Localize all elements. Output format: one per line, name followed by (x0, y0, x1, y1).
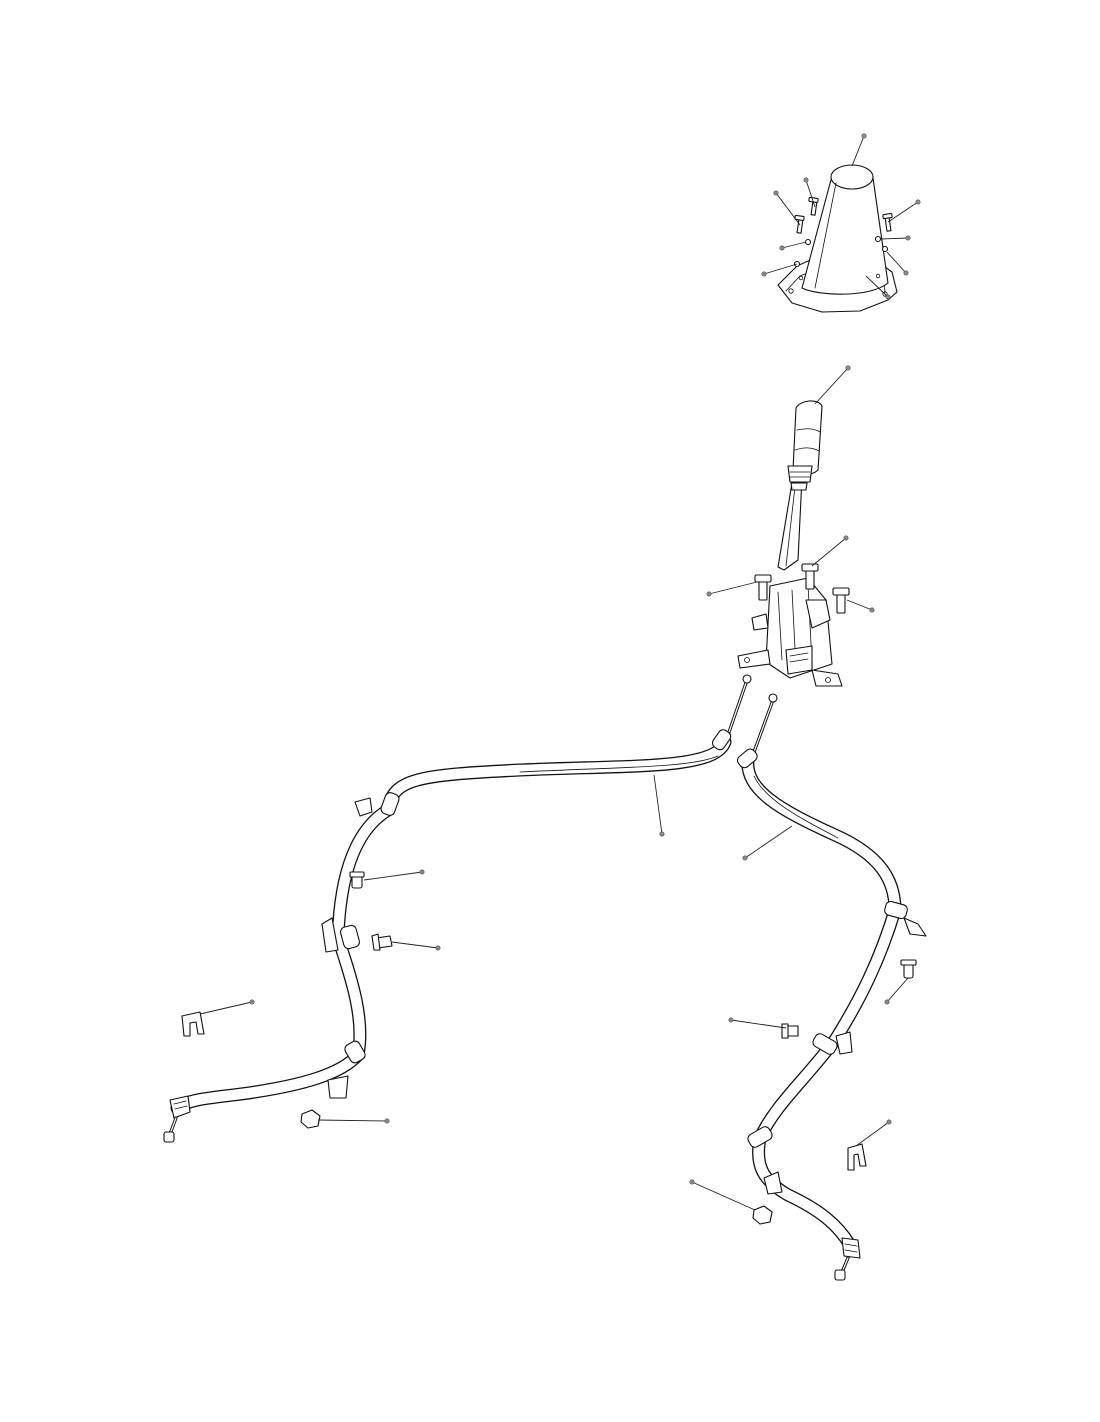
callout-leader (851, 133, 867, 167)
parking-brake-lever-assembly (737, 400, 850, 687)
push-pin-fastener (781, 1023, 799, 1039)
boot-screw (882, 213, 893, 232)
shifter-boot-assembly (777, 164, 898, 313)
flange-hole (882, 291, 888, 297)
boot-screw (808, 196, 819, 216)
grip-band (794, 447, 820, 452)
right-retainer-clip (847, 1143, 867, 1171)
boot-top-opening (830, 164, 874, 190)
callout-leaders (199, 133, 921, 1211)
flange-hole (875, 273, 881, 279)
grip-collar (787, 465, 813, 483)
right-cable-bracket (763, 1171, 783, 1195)
lever-mount-bolt (832, 587, 850, 614)
left-cable-highlight (519, 755, 719, 773)
left-cable-end-barrel (163, 1131, 175, 1143)
right-cable-grommet (747, 1126, 773, 1148)
callout-leader (855, 1119, 892, 1147)
right-cable-bracket (903, 917, 927, 937)
callout-leader (761, 263, 798, 277)
callout-leader (779, 241, 807, 251)
nut (300, 1109, 321, 1129)
housing-cable-lines (789, 652, 809, 663)
flange-hole (798, 275, 804, 281)
callout-leader (879, 235, 911, 241)
mount-tab-left (737, 649, 771, 669)
end-fitting-thread (844, 1243, 858, 1253)
right-cable-ferrule (736, 748, 758, 769)
callout-leader (814, 365, 851, 405)
grip-collar-line (789, 471, 811, 478)
boot-clip (881, 245, 889, 253)
callout-leader (742, 825, 793, 861)
lever-shaft (777, 476, 803, 571)
housing-cable-end (785, 645, 813, 675)
left-cable-bracket (354, 797, 373, 817)
callout-leader (199, 999, 255, 1015)
mount-hole (744, 657, 750, 663)
callout-leader (653, 774, 665, 837)
right-cable-bracket (835, 1031, 853, 1055)
push-pin-fastener (349, 871, 365, 889)
right-cable-end-barrel (768, 693, 778, 703)
right-cable-highlight (753, 775, 839, 839)
left-cable-grommet (380, 792, 400, 816)
callout-leader (811, 535, 849, 567)
callout-leader (846, 599, 875, 613)
callout-leader (803, 177, 816, 208)
callout-leader (317, 1118, 390, 1124)
loose-fasteners (181, 871, 917, 1225)
right-cable-end-fitting (841, 1237, 861, 1259)
callout-leader (363, 869, 425, 881)
left-rear-brake-cable (163, 674, 752, 1143)
grip-band (796, 428, 821, 433)
housing-side-clip (751, 613, 769, 631)
left-cable-end-barrel (742, 674, 752, 684)
callout-leader (706, 581, 758, 597)
lever-mount-bolt (754, 574, 772, 601)
boot-clip (804, 238, 812, 246)
callout-leader (391, 941, 441, 951)
left-retainer-clip (181, 1011, 205, 1037)
grip-ring (790, 482, 808, 491)
mount-hole (825, 677, 831, 683)
callout-leader (728, 1017, 787, 1029)
left-cable-bracket (321, 917, 339, 953)
left-cable-grommet (339, 924, 361, 950)
right-rear-brake-cable (736, 693, 927, 1281)
left-cable-grommet (344, 1040, 366, 1064)
end-fitting-thread (173, 1100, 188, 1110)
right-cable-end-barrel (834, 1269, 846, 1281)
callout-leader (865, 275, 891, 300)
left-cable-end-fitting (169, 1095, 191, 1119)
callout-leader (886, 251, 909, 276)
right-cable-grommet (884, 900, 908, 920)
lever-mount-bolt (801, 563, 819, 590)
left-cable-bracket (327, 1075, 349, 1099)
boot-clip (874, 235, 882, 243)
callout-leader (773, 190, 801, 226)
right-cable-grommet (812, 1033, 838, 1055)
push-pin-fastener (371, 933, 393, 951)
callout-leader (689, 1179, 756, 1211)
push-pin-fastener (900, 959, 917, 979)
callout-leader (884, 977, 909, 1005)
lever-shaft-line (785, 477, 797, 567)
lever-grip (792, 400, 823, 476)
nut (752, 1205, 773, 1225)
callout-leader (887, 199, 921, 223)
left-cable-ferrule (711, 729, 732, 751)
boot-cone-seam (814, 182, 837, 289)
flange-hole (788, 288, 794, 294)
housing-boss (805, 599, 831, 629)
